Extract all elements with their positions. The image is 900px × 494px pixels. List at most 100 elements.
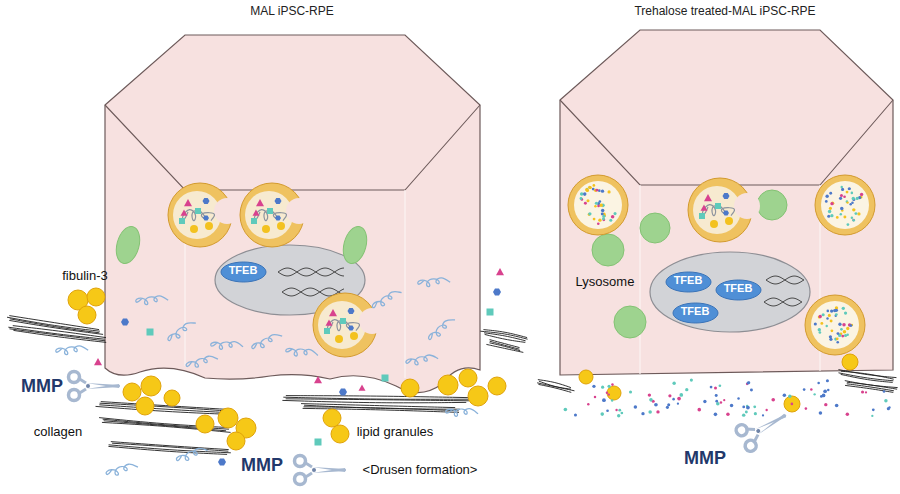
molecule-square [251, 218, 257, 224]
molecule-dot [820, 322, 823, 325]
tfeb-protein: TFEB [672, 302, 719, 324]
molecule-dot [819, 315, 822, 318]
molecule-dot [697, 408, 701, 412]
molecule-hexagon [275, 198, 282, 204]
molecule-dot [831, 329, 834, 332]
collagen-fiber [13, 326, 106, 338]
molecule-dot [703, 400, 706, 403]
autophagosome [688, 178, 760, 242]
molecule-dot [593, 218, 596, 221]
molecule-dot [685, 388, 688, 391]
molecule-dot [592, 385, 595, 388]
molecule-dot [842, 307, 845, 310]
molecule-dot [765, 409, 767, 411]
molecule-dot [586, 189, 589, 192]
collagen-fiber [845, 385, 893, 392]
mmp-scissors [295, 456, 347, 485]
molecule-dot [856, 197, 859, 200]
lipid-granule [136, 397, 154, 415]
cell-edge [404, 190, 405, 378]
molecule-hexagon [723, 193, 730, 199]
lipid-granule [196, 415, 214, 433]
molecule-dot [846, 413, 849, 416]
text-label: lipid granules [357, 425, 434, 440]
text-label: <Drusen formation> [363, 463, 478, 478]
collagen-fiber [13, 330, 106, 342]
lysosome [640, 213, 670, 243]
molecule-dot [848, 187, 850, 189]
molecule-dot [819, 331, 822, 334]
molecule-dot [677, 397, 681, 401]
molecule-dot [710, 220, 718, 228]
lipid-granule [842, 354, 858, 370]
molecule-square [487, 309, 494, 316]
dna-strand [766, 276, 804, 284]
molecule-dot [887, 407, 890, 410]
molecule-dot [599, 203, 603, 207]
molecule-dot [602, 215, 605, 218]
molecule-dot [634, 405, 637, 408]
molecule-dot [810, 388, 812, 390]
molecule-dot [857, 212, 860, 215]
molecule-dot [836, 216, 839, 219]
molecule-dot [714, 386, 717, 389]
molecule-dot [827, 389, 829, 391]
autolysosome-membrane [805, 295, 865, 355]
molecule-dot [205, 222, 213, 230]
molecule-dot [843, 216, 846, 219]
molecule-triangle [326, 320, 333, 326]
molecule-dot [843, 330, 847, 334]
autophagosome-lumen [245, 191, 293, 239]
molecule-dot [822, 394, 826, 398]
molecule-hexagon [339, 389, 347, 396]
collagen-fiber [108, 446, 227, 454]
molecule-dot [611, 399, 613, 401]
fibulin-3-fiber [370, 290, 404, 309]
molecule-dot [629, 391, 632, 394]
collagen-fiber [286, 399, 470, 401]
molecule-dot [851, 216, 853, 218]
molecule-dot [602, 217, 605, 220]
autophagosome [168, 183, 240, 247]
molecule-dot [726, 413, 730, 417]
molecule-dot [827, 215, 830, 218]
molecule-dot [350, 332, 358, 340]
lysosome [757, 190, 787, 220]
lipid-granule [438, 375, 458, 395]
fibulin-3-fiber [406, 353, 439, 367]
molecule-dot [835, 404, 839, 408]
molecule-hexagon [218, 459, 226, 466]
molecule-triangle [253, 210, 260, 216]
rpe-cell-right [560, 30, 893, 375]
protein-ellipse-outline [673, 303, 718, 323]
molecule-dot [667, 403, 670, 406]
molecule-triangle [184, 199, 192, 206]
protein-ellipse-outline [221, 262, 266, 282]
cell-body [105, 35, 480, 393]
molecule-dot [849, 203, 852, 206]
rpe-cell-left [105, 35, 480, 393]
molecule-dot [830, 214, 833, 217]
molecule-dot [831, 201, 834, 204]
molecule-dot [601, 189, 604, 192]
molecule-dot [601, 386, 604, 389]
molecule-dot [720, 401, 722, 403]
molecule-square [147, 329, 154, 336]
molecule-dot [588, 213, 591, 216]
molecule-dot [607, 190, 610, 193]
molecule-square [699, 213, 705, 219]
molecule-dot [595, 202, 598, 205]
molecule-dot [598, 189, 601, 192]
molecule-dot [852, 208, 855, 211]
molecule-dot [277, 222, 285, 230]
molecule-dot [841, 335, 844, 338]
fibulin-3-fiber [417, 274, 450, 290]
fibulin-3-fiber [106, 464, 138, 475]
molecule-dot [771, 398, 775, 402]
molecule-dot [826, 310, 829, 313]
collagen-fiber [100, 403, 231, 411]
autophagosome-lumen [693, 186, 741, 234]
molecule-dot [852, 219, 855, 222]
molecule-dot [844, 311, 847, 314]
molecule-dot [714, 413, 718, 417]
